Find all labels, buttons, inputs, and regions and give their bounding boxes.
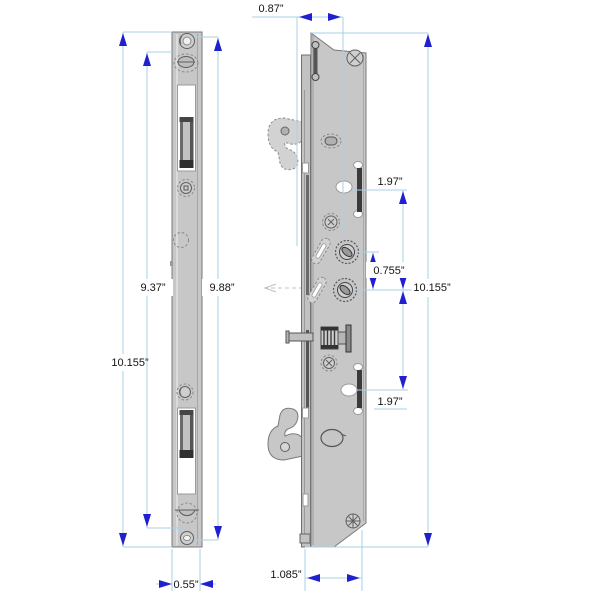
bottom-screw bbox=[180, 531, 194, 545]
top-screw bbox=[179, 33, 195, 49]
left-view-side-profile bbox=[170, 31, 203, 548]
dimension-label-left-overall: 10.155” bbox=[111, 357, 149, 369]
upper-latch-cutout bbox=[177, 84, 196, 172]
dimension-left-inner-span: 9.37” bbox=[133, 51, 184, 529]
latch-bolt-bar bbox=[345, 324, 352, 353]
upper-cylinder bbox=[334, 239, 360, 265]
dimension-right-top-width: 0.87” bbox=[252, 3, 344, 246]
spindle-pin bbox=[285, 330, 314, 344]
dimension-upper-span: 1.97” bbox=[352, 176, 407, 290]
edge-notch bbox=[170, 261, 173, 266]
dimension-body-width: 1.085” bbox=[270, 530, 363, 591]
dashed-hole bbox=[173, 232, 189, 248]
center-screw bbox=[322, 213, 340, 231]
gear-slot-lower bbox=[307, 276, 327, 304]
bottom-right-screw bbox=[345, 513, 361, 529]
centerline-arrow bbox=[263, 283, 301, 293]
lower-roller-hole bbox=[340, 383, 358, 397]
lower-latch-cutout bbox=[177, 407, 196, 495]
dimension-left-outer-span: 9.88” bbox=[194, 36, 242, 541]
dimension-right-overall-height: 10.155” bbox=[305, 32, 458, 548]
upper-cam-slot bbox=[320, 133, 342, 149]
dimension-left-overall-height: 10.155” bbox=[103, 31, 172, 548]
lower-cylinder bbox=[332, 277, 358, 303]
dimension-label-left-inner: 9.37” bbox=[140, 282, 165, 294]
lower-hook bbox=[267, 407, 304, 461]
dimension-label-cylinder-spacing: 0.755” bbox=[373, 265, 405, 277]
dimension-left-faceplate-width: 0.55” bbox=[156, 549, 216, 591]
hook-rivet bbox=[280, 126, 290, 136]
upper-roller-hole bbox=[335, 180, 353, 194]
strip-foot bbox=[299, 533, 311, 544]
middle-screw bbox=[177, 179, 195, 197]
right-view-front bbox=[263, 32, 367, 548]
dimension-label-right-overall: 10.155” bbox=[413, 282, 451, 294]
dimension-label-left-width: 0.55” bbox=[173, 579, 198, 591]
dimension-lower-span: 1.97” bbox=[357, 290, 408, 410]
dimension-label-lower-span: 1.97” bbox=[377, 396, 402, 408]
lower-cam-ring bbox=[320, 428, 347, 448]
spring-latch bbox=[320, 324, 352, 353]
top-guide-slot bbox=[311, 41, 320, 81]
lower-screw bbox=[176, 383, 194, 401]
dimension-label-left-outer: 9.88” bbox=[209, 282, 234, 294]
hook-rivet bbox=[280, 442, 290, 452]
top-right-screw bbox=[346, 49, 364, 67]
top-adjuster bbox=[173, 53, 199, 73]
lower-keeper-slot bbox=[340, 363, 363, 415]
bottom-adjuster bbox=[175, 502, 199, 524]
upper-hook bbox=[267, 117, 304, 171]
dimension-label-body-width: 1.085” bbox=[270, 569, 302, 581]
lower-center-screw bbox=[320, 354, 338, 372]
gear-slot-upper bbox=[311, 237, 331, 265]
dimension-label-upper-span: 1.97” bbox=[377, 176, 402, 188]
dimension-label-top-width: 0.87” bbox=[258, 3, 283, 15]
